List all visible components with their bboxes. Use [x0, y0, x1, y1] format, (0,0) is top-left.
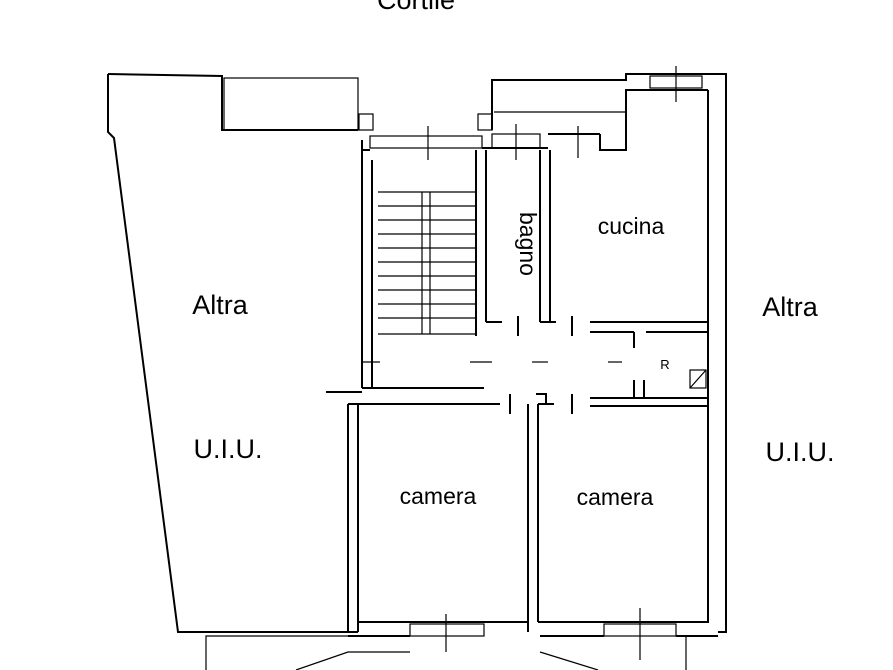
courtyard-label: Cortile	[377, 0, 455, 15]
bedroom-right-label: camera	[577, 484, 654, 510]
marker-r: R	[660, 357, 669, 372]
wall-stub-right	[477, 113, 493, 131]
kitchen-label: cucina	[598, 213, 665, 239]
bathroom-label: bagno	[515, 212, 541, 276]
right-unit-label-line1: Altra	[762, 292, 819, 322]
bottom-outline	[205, 635, 687, 670]
bedroom-left-label: camera	[400, 483, 477, 509]
left-unit-outline	[107, 73, 359, 633]
right-outer-walls	[491, 66, 727, 633]
staircase	[378, 191, 476, 335]
wall-stub-left	[358, 113, 374, 131]
apartment-walls	[326, 89, 718, 660]
right-unit-label-line2: U.I.U.	[765, 437, 834, 467]
left-unit-label-line2: U.I.U.	[193, 434, 262, 464]
left-unit-label-line1: Altra	[192, 290, 249, 320]
